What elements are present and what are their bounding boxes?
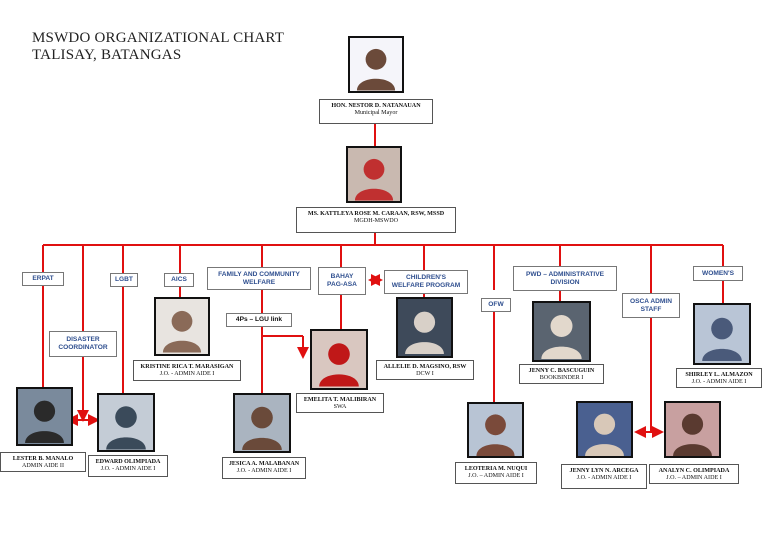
person-photo-icon bbox=[348, 148, 400, 201]
arcega-name: JENNY LYN N. ARCEGA bbox=[569, 468, 639, 474]
olimpiada-analyn-name: ANALYN C. OLIMPIADA bbox=[658, 468, 730, 474]
chart-title-line1: MSWDO ORGANIZATIONAL CHART bbox=[32, 30, 285, 46]
malibiran-card: EMELITA T. MALIBIRAN SWA bbox=[296, 393, 384, 413]
marasigan-photo bbox=[154, 297, 210, 356]
person-photo-icon bbox=[666, 403, 719, 456]
bascuguin-name: JENNY C. BASCUGUIN bbox=[528, 368, 595, 374]
person-photo-icon bbox=[350, 38, 402, 91]
label-erpat: ERPAT bbox=[22, 272, 64, 286]
label-childrens-welfare-program: CHILDREN'S WELFARE PROGRAM bbox=[384, 270, 468, 294]
label-lgbt-text: LGBT bbox=[115, 276, 133, 283]
manalo-position: ADMIN AIDE II bbox=[22, 463, 64, 469]
label-4ps-text: 4Ps – LGU link bbox=[235, 316, 283, 323]
person-photo-icon bbox=[235, 395, 289, 451]
bascuguin-position: BOOKBINDER I bbox=[539, 375, 584, 381]
head-photo bbox=[346, 146, 402, 203]
label-womens: WOMEN'S bbox=[693, 266, 743, 281]
malabanan-card: JESICA A. MALABANAN J.O. - ADMIN AIDE I bbox=[222, 457, 306, 479]
bascuguin-photo bbox=[532, 301, 591, 362]
label-children-text1: CHILDREN'S bbox=[405, 274, 447, 281]
marasigan-name: KRISTINE RICA T. MARASIGAN bbox=[140, 364, 234, 370]
malibiran-photo bbox=[310, 329, 368, 390]
person-photo-icon bbox=[156, 299, 208, 354]
malabanan-position: J.O. - ADMIN AIDE I bbox=[236, 468, 292, 474]
label-erpat-text: ERPAT bbox=[32, 275, 54, 282]
olimpiada-edward-card: EDWARD OLIMPIADA J.O. - ADMIN AIDE I bbox=[88, 455, 168, 477]
label-4ps-lgu-link: 4Ps – LGU link bbox=[226, 313, 292, 327]
marasigan-position: J.O. - ADMIN AIDE I bbox=[159, 371, 215, 377]
person-photo-icon bbox=[534, 303, 589, 360]
magsino-card: ALLELIE D. MAGSINO, RSW DCW I bbox=[376, 360, 474, 380]
label-disaster-text1: DISASTER bbox=[66, 336, 100, 343]
label-bahay-pag-asa: BAHAY PAG-ASA bbox=[318, 267, 366, 295]
label-aics-text: AICS bbox=[171, 276, 187, 283]
mayor-photo bbox=[348, 36, 404, 93]
magsino-name: ALLELIE D. MAGSINO, RSW bbox=[383, 364, 467, 370]
label-osca-admin-staff: OSCA ADMIN STAFF bbox=[622, 293, 680, 318]
label-womens-text: WOMEN'S bbox=[702, 269, 734, 277]
olimpiada-edward-position: J.O. - ADMIN AIDE I bbox=[100, 466, 156, 472]
chart-title-line2: TALISAY, BATANGAS bbox=[32, 47, 182, 63]
head-card: MS. KATTLEYA ROSE M. CARAAN, RSW, MSSD M… bbox=[296, 207, 456, 233]
nuqui-card: LEOTERIA M. NUQUI J.O. – ADMIN AIDE I bbox=[455, 462, 537, 484]
olimpiada-analyn-photo bbox=[664, 401, 721, 458]
label-ofw-text: OFW bbox=[488, 301, 504, 308]
label-bahay-text2: PAG-ASA bbox=[327, 281, 357, 288]
label-osca-text1: OSCA ADMIN bbox=[629, 297, 672, 305]
label-disaster-text2: COORDINATOR bbox=[58, 344, 108, 351]
nuqui-position: J.O. – ADMIN AIDE I bbox=[468, 473, 524, 479]
arcega-card: JENNY LYN N. ARCEGA J.O. - ADMIN AIDE I bbox=[561, 464, 647, 489]
olimpiada-analyn-position: J.O. – ADMIN AIDE I bbox=[666, 475, 722, 481]
nuqui-photo bbox=[467, 402, 524, 458]
label-disaster-coordinator: DISASTER COORDINATOR bbox=[49, 331, 117, 357]
head-name: MS. KATTLEYA ROSE M. CARAAN, RSW, MSSD bbox=[307, 211, 445, 217]
person-photo-icon bbox=[99, 395, 153, 450]
label-osca-text2: STAFF bbox=[640, 305, 662, 313]
malabanan-name: JESICA A. MALABANAN bbox=[228, 461, 300, 467]
head-position: MGDH-MSWDO bbox=[353, 218, 398, 224]
almazon-name: SHIRLEY L. ALMAZON bbox=[685, 372, 753, 378]
almazon-position: J.O. - ADMIN AIDE I bbox=[691, 379, 747, 385]
person-photo-icon bbox=[312, 331, 366, 388]
arcega-photo bbox=[576, 401, 633, 458]
label-family-text2: WELFARE bbox=[242, 278, 276, 286]
magsino-position: DCW I bbox=[416, 371, 434, 377]
mayor-card: HON. NESTOR D. NATANAUAN Municipal Mayor bbox=[319, 99, 433, 124]
mayor-position: Municipal Mayor bbox=[354, 110, 398, 116]
label-lgbt: LGBT bbox=[110, 273, 138, 287]
bascuguin-card: JENNY C. BASCUGUIN BOOKBINDER I bbox=[519, 364, 604, 384]
label-ofw: OFW bbox=[481, 298, 511, 312]
nuqui-name: LEOTERIA M. NUQUI bbox=[464, 466, 528, 472]
almazon-photo bbox=[693, 303, 751, 365]
manalo-card: LESTER B. MANALO ADMIN AIDE II bbox=[0, 452, 86, 472]
almazon-card: SHIRLEY L. ALMAZON J.O. - ADMIN AIDE I bbox=[676, 368, 762, 388]
malabanan-photo bbox=[233, 393, 291, 453]
olimpiada-analyn-card: ANALYN C. OLIMPIADA J.O. – ADMIN AIDE I bbox=[649, 464, 739, 484]
manalo-photo bbox=[16, 387, 73, 446]
malibiran-position: SWA bbox=[333, 404, 347, 410]
olimpiada-edward-name: EDWARD OLIMPIADA bbox=[95, 459, 161, 465]
person-photo-icon bbox=[695, 305, 749, 363]
chart-title: MSWDO ORGANIZATIONAL CHART TALISAY, BATA… bbox=[32, 30, 284, 64]
arcega-position: J.O. - ADMIN AIDE I bbox=[576, 475, 632, 481]
label-children-text2: WELFARE PROGRAM bbox=[391, 282, 461, 289]
olimpiada-edward-photo bbox=[97, 393, 155, 452]
label-family-text1: FAMILY AND COMMUNITY bbox=[218, 270, 300, 278]
manalo-name: LESTER B. MANALO bbox=[12, 456, 74, 462]
label-aics: AICS bbox=[164, 273, 194, 287]
mayor-name: HON. NESTOR D. NATANAUAN bbox=[331, 103, 421, 109]
malibiran-name: EMELITA T. MALIBIRAN bbox=[303, 397, 377, 403]
person-photo-icon bbox=[469, 404, 522, 456]
label-bahay-text1: BAHAY bbox=[330, 273, 354, 280]
marasigan-card: KRISTINE RICA T. MARASIGAN J.O. - ADMIN … bbox=[133, 360, 241, 381]
person-photo-icon bbox=[398, 299, 451, 356]
label-family-community-welfare: FAMILY AND COMMUNITY WELFARE bbox=[207, 267, 311, 290]
person-photo-icon bbox=[18, 389, 71, 444]
label-pwd-text2: DIVISION bbox=[550, 278, 580, 286]
magsino-photo bbox=[396, 297, 453, 358]
label-pwd-administrative-division: PWD – ADMINISTRATIVE DIVISION bbox=[513, 266, 617, 291]
person-photo-icon bbox=[578, 403, 631, 456]
label-pwd-text1: PWD – ADMINISTRATIVE bbox=[525, 270, 605, 278]
